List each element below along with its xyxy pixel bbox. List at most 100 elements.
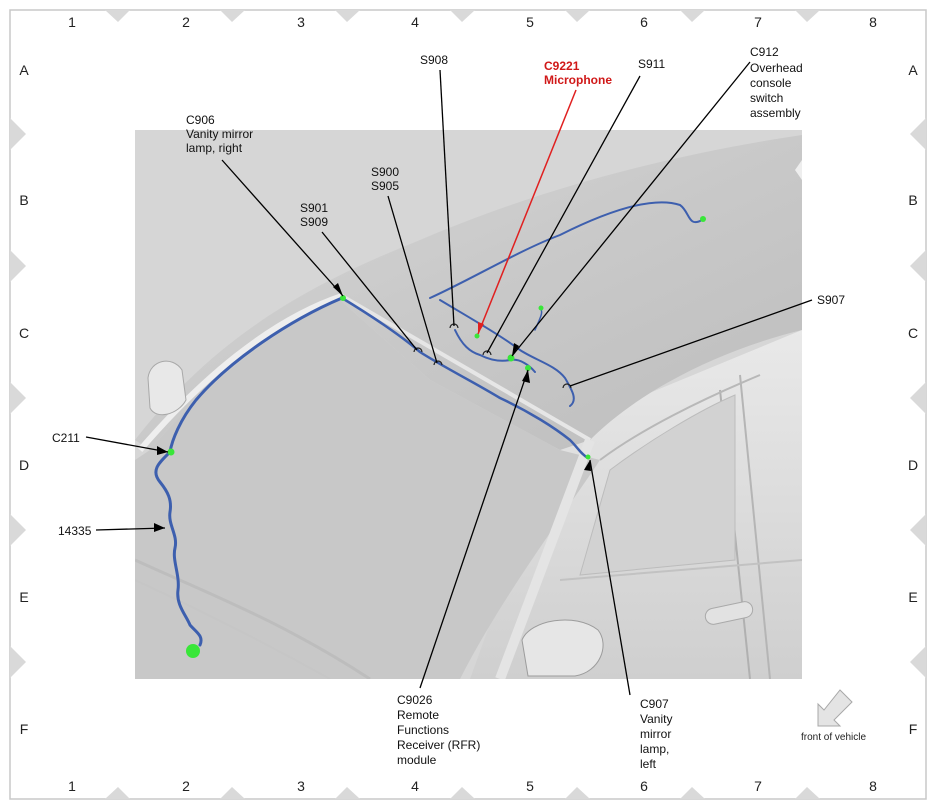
harness-roof-run — [340, 296, 590, 460]
col-label-top: 8 — [869, 14, 877, 30]
callout-text: mirror — [640, 727, 671, 741]
callout-c912: C912 Overhead console switch assembly — [750, 45, 803, 120]
border-markers — [10, 10, 926, 799]
side-window — [579, 394, 736, 576]
windshield-glass — [135, 300, 600, 679]
connector-console-end — [700, 216, 706, 222]
splice-s900 — [433, 360, 443, 366]
callout-text: Overhead — [750, 61, 803, 75]
callout-text: S907 — [817, 293, 845, 307]
callout-text: C9026 — [397, 693, 433, 707]
callout-text: lamp, — [640, 742, 669, 756]
callout-s901: S901 S909 — [300, 201, 328, 229]
door-handle — [704, 601, 754, 625]
front-direction-arrow-icon — [817, 689, 853, 727]
col-label-top: 6 — [640, 14, 648, 30]
col-label-top: 5 — [526, 14, 534, 30]
splice-s907 — [562, 383, 572, 389]
leader-line-microphone — [477, 89, 577, 335]
callout-text: assembly — [750, 106, 801, 120]
splice-s911 — [482, 350, 492, 356]
col-label-bottom: 8 — [869, 778, 877, 794]
col-label-bottom: 5 — [526, 778, 534, 794]
harness-main-trunk — [154, 296, 344, 647]
col-label-bottom: 4 — [411, 778, 419, 794]
col-label-bottom: 3 — [297, 778, 305, 794]
callout-text-highlight: Microphone — [544, 73, 612, 87]
col-label-top: 1 — [68, 14, 76, 30]
connector-c907 — [585, 454, 591, 460]
row-label-left: F — [20, 721, 29, 737]
callout-text: lamp, right — [186, 141, 243, 155]
connector-ground — [186, 644, 200, 658]
leader-lines — [85, 61, 813, 696]
callout-text: Receiver (RFR) — [397, 738, 480, 752]
row-label-left: D — [19, 457, 29, 473]
col-label-top: 3 — [297, 14, 305, 30]
col-label-bottom: 7 — [754, 778, 762, 794]
callout-text: Functions — [397, 723, 449, 737]
callout-s900: S900 S905 — [371, 165, 399, 193]
callout-text: 14335 — [58, 524, 92, 538]
row-label-left: A — [19, 62, 29, 78]
callout-c211: C211 — [52, 431, 80, 445]
callout-text: S908 — [420, 53, 448, 67]
callout-text: C907 — [640, 697, 669, 711]
column-labels-bottom: 1 2 3 4 5 6 7 8 — [68, 778, 877, 794]
callout-text: C912 — [750, 45, 779, 59]
left-side-mirror — [147, 360, 187, 416]
callout-text: Vanity mirror — [186, 127, 253, 141]
callout-text: module — [397, 753, 437, 767]
column-labels-top: 1 2 3 4 5 6 7 8 — [68, 14, 877, 30]
row-label-right: F — [909, 721, 918, 737]
col-label-bottom: 2 — [182, 778, 190, 794]
col-label-top: 2 — [182, 14, 190, 30]
connector-c9026 — [525, 365, 531, 371]
row-label-right: A — [908, 62, 918, 78]
callout-text: C211 — [52, 431, 80, 445]
row-labels-right: A B C D E F — [908, 62, 918, 737]
connector-c906 — [340, 295, 346, 301]
splice-s901 — [413, 347, 423, 353]
callout-text: Remote — [397, 708, 439, 722]
row-label-right: E — [908, 589, 917, 605]
row-label-right: C — [908, 325, 918, 341]
row-labels-left: A B C D E F — [19, 62, 29, 737]
vehicle-illustration — [135, 130, 802, 679]
connector-small — [538, 305, 544, 311]
callout-text-highlight: C9221 — [544, 59, 580, 73]
callout-text: S900 — [371, 165, 399, 179]
callout-text: console — [750, 76, 792, 90]
leader-arrowheads — [154, 283, 591, 532]
callout-text: S909 — [300, 215, 328, 229]
front-of-vehicle-label: front of vehicle — [801, 732, 866, 743]
callout-text: S901 — [300, 201, 328, 215]
callout-text: S911 — [638, 57, 665, 71]
callout-s911: S911 — [638, 57, 665, 71]
row-label-right: D — [908, 457, 918, 473]
row-label-left: E — [19, 589, 28, 605]
connector-c9221 — [474, 333, 480, 339]
connector-c912 — [507, 354, 515, 362]
roof-panel — [135, 135, 802, 450]
callout-c907: C907 Vanity mirror lamp, left — [640, 697, 672, 771]
callout-14335: 14335 — [58, 524, 92, 538]
col-label-bottom: 1 — [68, 778, 76, 794]
connector-c211 — [167, 448, 175, 456]
col-label-top: 7 — [754, 14, 762, 30]
front-of-vehicle-indicator: front of vehicle — [801, 689, 866, 743]
microphone-arrowhead — [478, 322, 484, 334]
row-label-right: B — [908, 192, 917, 208]
row-label-left: C — [19, 325, 29, 341]
callout-text: left — [640, 757, 657, 771]
callout-c9221: C9221 Microphone — [544, 59, 612, 87]
callout-text: C906 — [186, 113, 215, 127]
harness-console-branch — [429, 201, 703, 299]
callout-text: Vanity — [640, 712, 672, 726]
callout-c906: C906 Vanity mirror lamp, right — [186, 113, 253, 155]
callout-s907: S907 — [817, 293, 845, 307]
col-label-bottom: 6 — [640, 778, 648, 794]
right-side-mirror — [521, 619, 604, 677]
callout-s908: S908 — [420, 53, 448, 67]
